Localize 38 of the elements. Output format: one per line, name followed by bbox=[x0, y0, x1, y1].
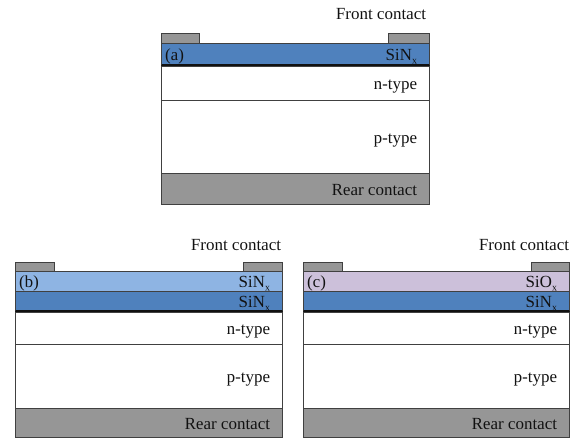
silicon-nitride-layer bbox=[161, 43, 430, 66]
n-type-layer bbox=[161, 66, 430, 101]
layer-label: n-type bbox=[374, 75, 417, 92]
layer-label: p-type bbox=[514, 368, 557, 385]
front-contact-pad bbox=[243, 262, 283, 272]
front-contact-pad bbox=[531, 262, 570, 272]
panel-label: (a) bbox=[165, 46, 184, 62]
layer-label: Rear contact bbox=[472, 414, 557, 432]
front-contact-pad bbox=[388, 33, 430, 44]
rear-contact-layer bbox=[303, 408, 570, 438]
silicon-nitride-layer bbox=[15, 271, 283, 292]
layer-label: p-type bbox=[226, 368, 270, 385]
front-contact-pad bbox=[161, 33, 200, 44]
layer-label: n-type bbox=[514, 320, 557, 337]
n-type-layer bbox=[15, 312, 283, 345]
layer-label: SiN$_{x}$ bbox=[385, 46, 417, 62]
rear-contact-layer bbox=[15, 408, 283, 438]
contact-label: Front contact bbox=[336, 5, 426, 22]
p-type-layer bbox=[303, 344, 570, 409]
contact-label: Front contact bbox=[478, 236, 569, 253]
front-contact-pad bbox=[303, 262, 343, 272]
layer-label: p-type bbox=[374, 128, 417, 146]
contact-label: Front contact bbox=[190, 236, 281, 253]
silicon-oxide-layer bbox=[303, 271, 570, 292]
rear-contact-layer bbox=[161, 173, 430, 205]
n-type-layer bbox=[303, 312, 570, 345]
silicon-nitride-layer bbox=[303, 291, 570, 312]
p-type-layer bbox=[15, 344, 283, 409]
panel-label: (b) bbox=[19, 273, 39, 290]
layer-label: Rear contact bbox=[184, 414, 270, 432]
front-contact-pad bbox=[15, 262, 55, 272]
silicon-nitride-layer bbox=[15, 291, 283, 312]
layer-label: SiO$_{x}$ bbox=[525, 273, 557, 290]
layer-label: SiN$_{x}$ bbox=[238, 273, 270, 290]
p-type-layer bbox=[161, 100, 430, 174]
panel-label: (c) bbox=[307, 273, 326, 290]
layer-label: n-type bbox=[226, 320, 270, 337]
layer-label: Rear contact bbox=[332, 180, 417, 198]
